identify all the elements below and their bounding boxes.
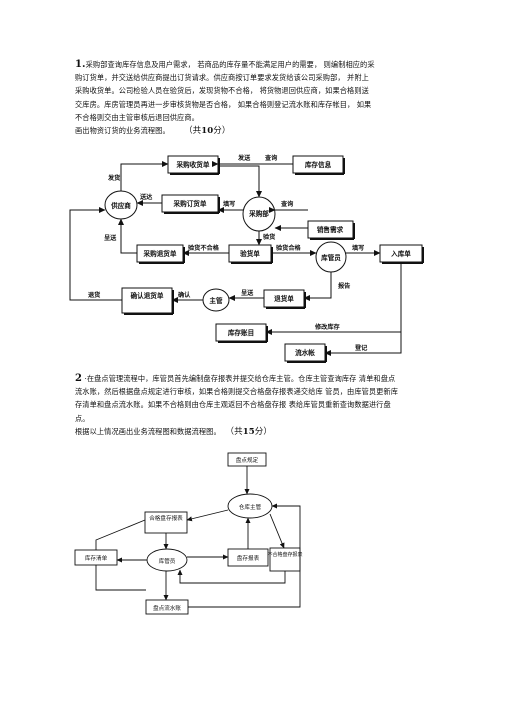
edge-report-label: 报告	[338, 282, 350, 290]
journal-box	[284, 343, 327, 363]
return-slip-label: 退货单	[274, 294, 294, 303]
edge-update-label: 修改库存	[314, 323, 341, 331]
purchase-receipt-label: 采购收货单	[176, 160, 210, 169]
q1-line-5: 不合格则交由主管审核后退回供应商。	[75, 112, 199, 122]
q2-line-2: 流水账，然后根据盘点规定进行审核，如果合格则提交合格盘存报表递交给库 管员，由库…	[75, 387, 399, 397]
flow-connectors	[69, 161, 402, 356]
purchase-return-label: 采购退货单	[143, 249, 177, 258]
q2-score: （共15分）	[225, 426, 272, 437]
inventory-ledger-label: 库存账目	[228, 328, 254, 337]
q1-line-2: 购订货单，并交送给供应商提出订货请求。供应商按订单要求发货给该公司采购部， 并附…	[75, 73, 369, 83]
sales-demand-label: 销售需求	[317, 225, 344, 234]
q1-number: 1.	[75, 59, 86, 70]
journal-label: 流水帐	[295, 348, 315, 357]
purchasing-dept-label: 采购部	[248, 209, 269, 218]
edge-submit1-label: 呈送	[104, 234, 117, 242]
edge-send-label: 发送	[237, 154, 251, 162]
unqualified-report-label: 不合格盘存报表	[267, 551, 302, 558]
q1-line-6: 画出物资订货的业务流程图。 （共10分）	[75, 126, 231, 137]
warehouse-keeper-label: 库管员	[321, 253, 341, 262]
edge-fill2-label: 填写	[352, 244, 364, 252]
edge-ship-label: 发货	[107, 174, 121, 182]
q1-line-4: 交库房。库房管理员再进一步审核货物是否合格， 如果合格则登记流水账和库存帐目， …	[75, 99, 372, 109]
q2-line-1: 2 ·在盘点管理流程中，库管员首先编制盘存报表并提交给仓库主管。仓库主管查询库存…	[75, 373, 396, 384]
supplier-label: 供应商	[110, 201, 131, 210]
stock-in-label: 入库单	[391, 249, 411, 258]
check-connectors	[95, 466, 301, 608]
q1-line-1: 1.采购部查询库存信息及用户需求， 若商品的库存量不能满足用户的需要， 则编制相…	[75, 59, 375, 70]
edge-submit2-label: 呈送	[241, 289, 254, 297]
edge-fill-label: 填写	[223, 200, 235, 208]
inventory-ledger-box	[215, 323, 268, 343]
q1-score: （共10分）	[184, 126, 231, 137]
q2-line-3: 存清单和盘点流水账。如果不合格则由仓库主观返回不合格盘存报 表给库管员重新查询数…	[75, 400, 391, 410]
inventory-info-label: 库存信息	[305, 160, 332, 169]
sales-demand-box	[307, 220, 355, 240]
purchase-order-label: 采购订货单	[173, 199, 207, 208]
keeper-label: 库管员	[159, 557, 176, 565]
edge-inspect-label: 验货	[263, 233, 276, 241]
question-2: 2 ·在盘点管理流程中，库管员首先编制盘存报表并提交给仓库主管。仓库主管查询库存…	[75, 372, 435, 439]
journal-label-2: 盘点流水账	[153, 604, 181, 612]
q2-line-5: 根据以上情况画出业务流程图和数据流程图。 （共15分）	[75, 426, 272, 437]
inventory-report-label: 盘存报表	[237, 554, 260, 562]
stock-in-box	[379, 244, 424, 264]
edge-query-top-label: 查询	[264, 154, 277, 162]
supervisor-label: 主管	[209, 296, 223, 305]
edge-fail-label: 验货不合格	[188, 244, 220, 252]
edge-query-label: 查询	[280, 200, 293, 208]
rules-label: 盘点规定	[236, 456, 259, 464]
purchase-return-box	[136, 244, 185, 264]
stock-list-label: 库存清单	[85, 554, 108, 562]
edge-return-label: 退货	[88, 291, 101, 299]
edge-pass-label: 验货合格	[276, 244, 302, 252]
q2-line-4: 点。	[75, 413, 90, 423]
edge-confirm-label: 确认	[178, 291, 191, 299]
edge-deliver-label: 送达	[139, 193, 153, 201]
manager-label: 仓库主管	[239, 503, 262, 511]
confirm-return-box	[121, 287, 174, 315]
q1-line-3: 采购收货单。公司检验人员在验货后，发现货物不合格， 将货物退回供应商，如果合格则…	[75, 86, 369, 96]
confirm-return-label: 确认退货单	[131, 291, 164, 300]
question-1: 1.采购部查询库存信息及用户需求， 若商品的库存量不能满足用户的需要， 则编制相…	[75, 58, 435, 138]
inspection-receipt-label: 验货单	[240, 249, 260, 258]
q2-number: 2	[75, 373, 83, 384]
qualified-report-label: 合格盘存报表	[149, 514, 183, 522]
edge-register-label: 登记	[354, 344, 368, 352]
